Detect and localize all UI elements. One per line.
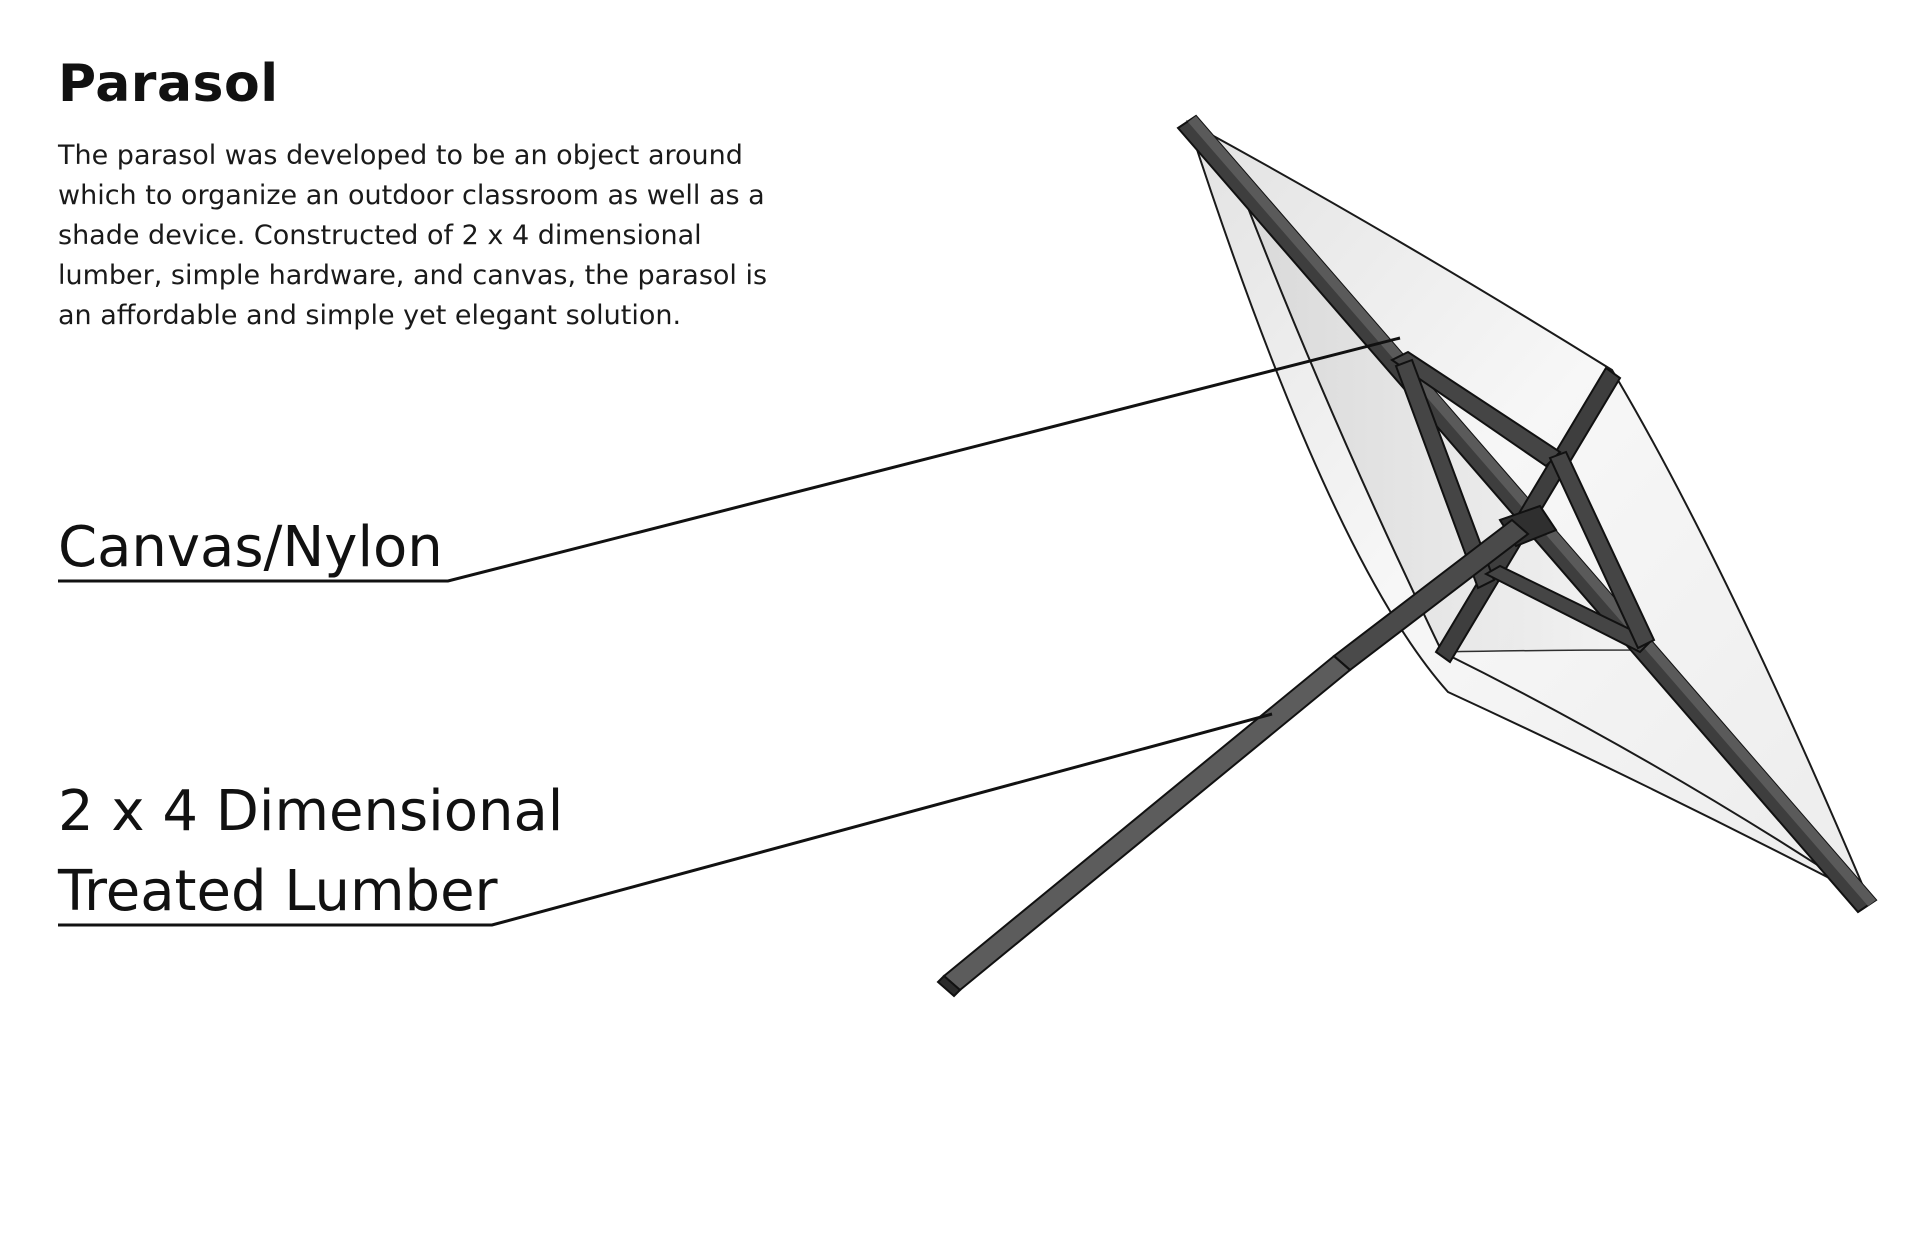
- callout-lumber-label: 2 x 4 Dimensional Treated Lumber: [58, 772, 563, 932]
- page-title: Parasol: [58, 54, 279, 114]
- strut-left-down: [1394, 358, 1496, 590]
- canvas-leader-line: [58, 336, 1401, 583]
- pole-joint: [1333, 655, 1351, 671]
- page-description: The parasol was developed to be an objec…: [58, 140, 768, 331]
- pole-lower: [942, 654, 1352, 992]
- callout-canvas-text: Canvas/Nylon: [58, 515, 443, 580]
- strut-upper-left: [1390, 350, 1562, 468]
- leader-lines: [58, 336, 1401, 927]
- parasol-frame: [936, 114, 1878, 998]
- pole-end-cap: [936, 974, 962, 998]
- callout-lumber-line1: 2 x 4 Dimensional: [58, 779, 564, 844]
- strut-right-down: [1548, 450, 1656, 650]
- canopy-edge-bottom: [1441, 651, 1869, 899]
- callout-canvas-label: Canvas/Nylon: [58, 508, 443, 588]
- canopy-edge-left: [1244, 199, 1443, 653]
- callout-lumber-line2: Treated Lumber: [58, 859, 498, 924]
- lumber-leader-line: [58, 712, 1273, 927]
